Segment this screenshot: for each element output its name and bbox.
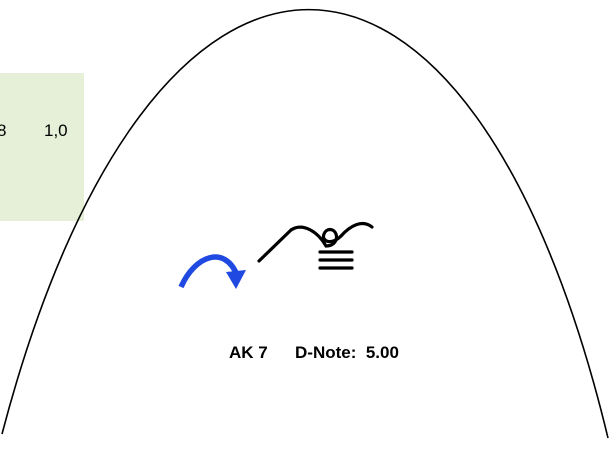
rotation-arrow-icon — [178, 254, 246, 289]
score-value-2: 1,0 — [44, 121, 68, 140]
apparatus-symbol-icon — [257, 222, 374, 270]
difficulty-value: 5.00 — [365, 343, 399, 362]
element-code: AK 7 — [229, 343, 268, 362]
difficulty-note: D-Note: 5.00 — [295, 343, 399, 363]
flight-curve — [1, 9, 609, 439]
score-value-1: 8 — [0, 121, 7, 140]
difficulty-label: D-Note: — [295, 343, 357, 362]
score-panel — [0, 73, 84, 221]
